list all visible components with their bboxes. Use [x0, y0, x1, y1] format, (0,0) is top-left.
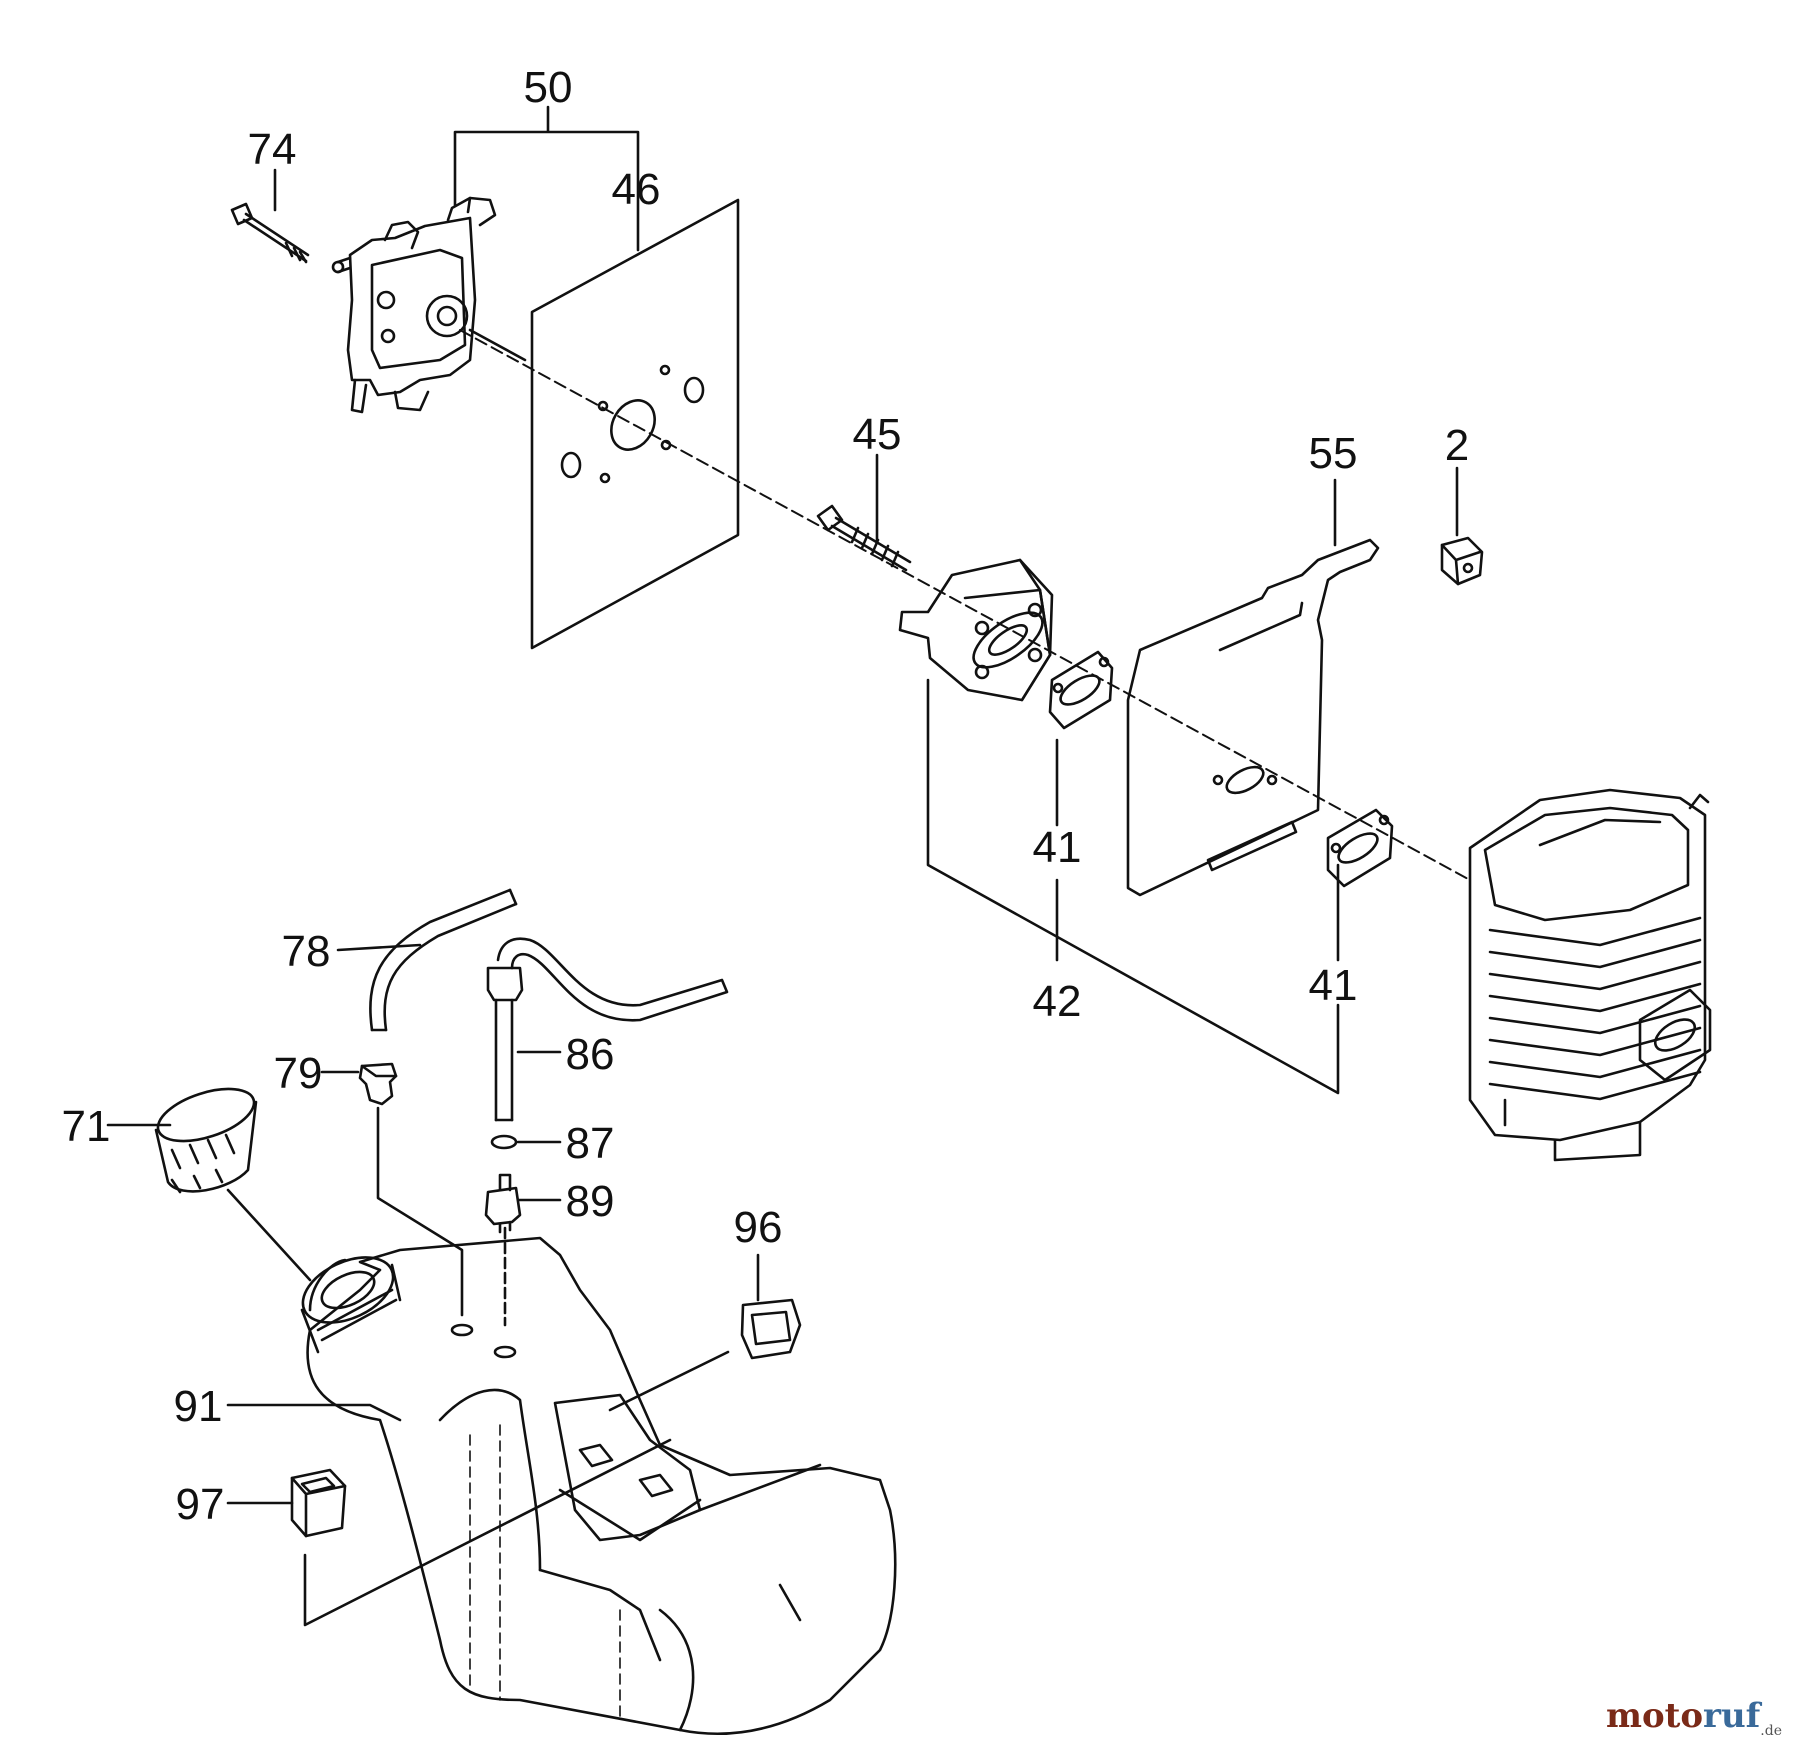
- fuel-tank-91: [306, 1236, 897, 1736]
- label-71: 71: [62, 1102, 111, 1151]
- label-89: 89: [566, 1177, 615, 1226]
- clip-2: [1440, 536, 1484, 586]
- label-96: 96: [734, 1203, 783, 1252]
- label-79: 79: [274, 1049, 323, 1098]
- cylinder: [1468, 788, 1712, 1162]
- label-46: 46: [612, 165, 661, 214]
- fuel-filter-89: [484, 1173, 522, 1234]
- watermark-logo: motoruf.de: [1605, 1696, 1782, 1739]
- label-74: 74: [248, 125, 297, 174]
- center-axis: [459, 329, 1471, 881]
- label-45: 45: [853, 410, 902, 459]
- label-42: 42: [1033, 977, 1082, 1026]
- pad-96: [740, 1298, 802, 1360]
- label-41-upper: 41: [1033, 823, 1082, 872]
- label-41-lower: 41: [1309, 961, 1358, 1010]
- label-50: 50: [524, 63, 573, 112]
- label-86: 86: [566, 1030, 615, 1079]
- label-78: 78: [282, 927, 331, 976]
- gasket-41-upper: [1048, 650, 1114, 730]
- fuel-hose-78: [369, 888, 518, 1032]
- label-91: 91: [174, 1382, 223, 1431]
- heat-shield-55: [1126, 538, 1380, 897]
- tank-cap-71: [154, 1087, 258, 1194]
- label-87: 87: [566, 1119, 615, 1168]
- leader-lines: [106, 105, 1459, 1627]
- carburetor-50: [331, 196, 527, 414]
- label-2: 2: [1445, 421, 1469, 470]
- fuel-line-86: [486, 937, 729, 1122]
- bolt-74: [230, 202, 310, 264]
- tank-neck: [300, 1256, 402, 1354]
- label-97: 97: [176, 1480, 225, 1529]
- intake-spacer: [898, 558, 1054, 702]
- block-97: [290, 1468, 347, 1538]
- grommet-79: [358, 1062, 398, 1106]
- insulator-plate-46: [530, 198, 740, 650]
- bolt-45: [816, 504, 912, 572]
- gasket-41-lower: [1326, 808, 1394, 888]
- clip-87: [490, 1134, 518, 1150]
- label-55: 55: [1309, 429, 1358, 478]
- part-labels: 50 74 46 45 55 2 41 42 41 78 86 79 71 87…: [62, 63, 1470, 1529]
